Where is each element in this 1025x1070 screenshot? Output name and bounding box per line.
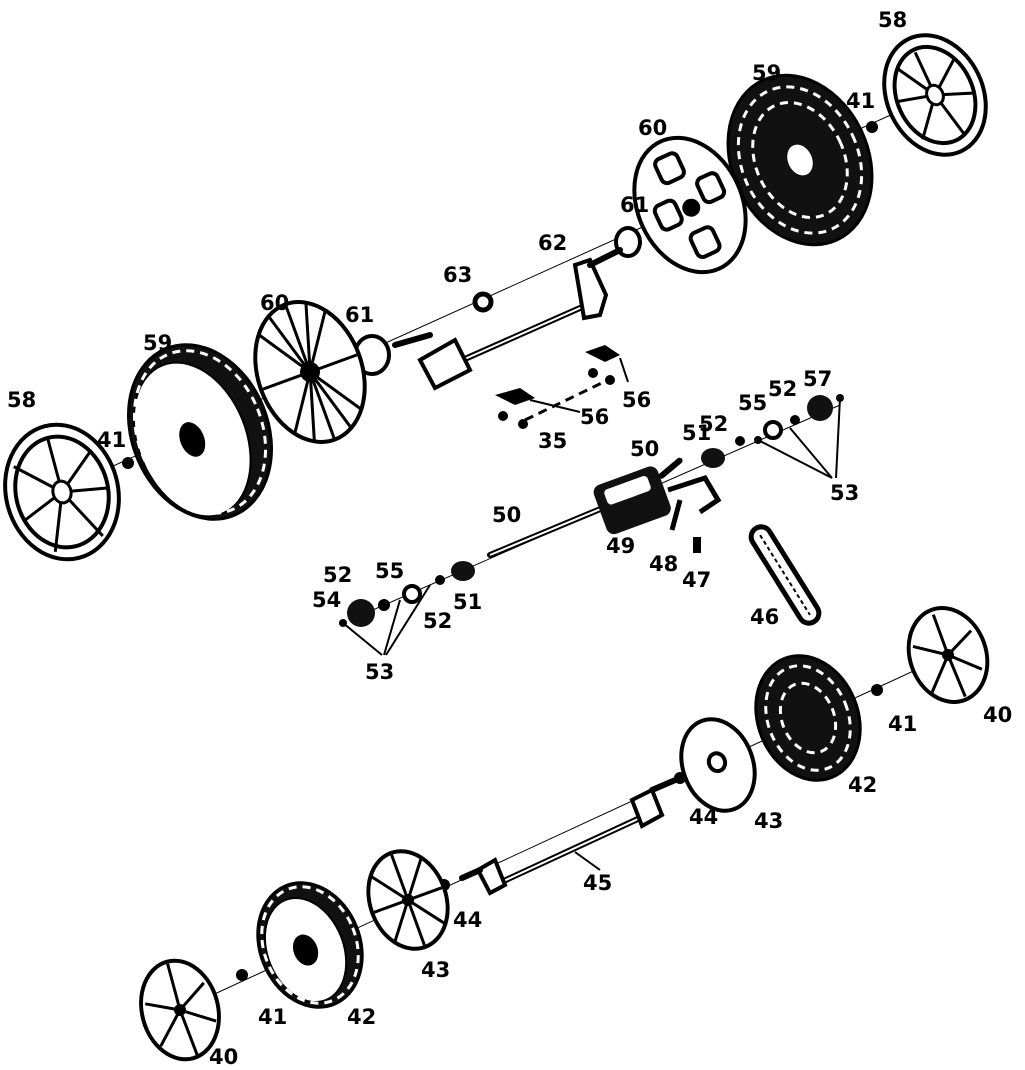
label-51-left: 51: [453, 590, 482, 614]
bearing-55-left: [402, 584, 422, 604]
bracket-56-upper: [585, 345, 629, 385]
label-53-right: 53: [830, 481, 859, 505]
label-55-left: 55: [375, 559, 404, 583]
label-58-left: 58: [7, 388, 36, 412]
bearing-55-right: [763, 420, 783, 440]
drive-gear-57: [807, 395, 833, 421]
bolt-63: [472, 291, 494, 313]
label-42-left: 42: [347, 1005, 376, 1029]
label-60: 60: [638, 116, 667, 140]
label-49: 49: [606, 534, 635, 558]
drive-belt-46: [748, 524, 822, 626]
gear-51-left: [451, 561, 475, 581]
nut-41-lower-right: [871, 684, 883, 696]
label-52-left-a: 52: [423, 609, 452, 633]
label-63: 63: [443, 263, 472, 287]
label-45: 45: [583, 871, 612, 895]
spring-47: [693, 537, 701, 553]
label-55-right: 55: [738, 391, 767, 415]
nut-41: [866, 121, 878, 133]
drive-shaft-50: [487, 502, 613, 558]
label-44-right: 44: [689, 805, 718, 829]
front-axle-45: [459, 775, 683, 896]
washer-52-right-a: [735, 436, 745, 446]
bracket-56-lower: [495, 378, 609, 429]
label-59: 59: [752, 61, 781, 85]
label-62: 62: [538, 231, 567, 255]
gearbox-49: [593, 457, 683, 535]
label-43-right: 43: [754, 809, 783, 833]
label-61-left: 61: [345, 303, 374, 327]
washer-52-left-a: [435, 575, 445, 585]
label-56-upper: 56: [622, 388, 651, 412]
label-52-right-b: 52: [768, 377, 797, 401]
label-46: 46: [750, 605, 779, 629]
label-51-right: 51: [682, 421, 711, 445]
tire-42-left: [256, 881, 364, 1009]
label-41: 41: [846, 89, 875, 113]
label-61: 61: [620, 193, 649, 217]
hubcap-40-right: [906, 606, 990, 704]
label-47: 47: [682, 568, 711, 592]
hubcap-58-right: [882, 33, 988, 157]
label-56-lower: 56: [580, 405, 609, 429]
label-53-left: 53: [365, 660, 394, 684]
drive-gear-54: [347, 599, 375, 627]
hubcap-58-left: [3, 422, 121, 562]
label-41-left: 41: [97, 428, 126, 452]
rear-axle-62: [392, 247, 623, 391]
washer-52-left-b: [378, 599, 390, 611]
label-40-right: 40: [983, 703, 1012, 727]
wheel-disc-60-right: [632, 135, 748, 275]
label-52-right-a: 52: [699, 412, 728, 436]
label-60-left: 60: [260, 291, 289, 315]
label-41-lower-left: 41: [258, 1005, 287, 1029]
label-35: 35: [538, 429, 567, 453]
wheel-disc-43-left: [366, 849, 450, 951]
nut-41-left: [122, 457, 134, 469]
label-50-left: 50: [492, 503, 521, 527]
label-50-right: 50: [630, 437, 659, 461]
label-57: 57: [803, 367, 832, 391]
leader-53-left: [342, 584, 431, 656]
lever-48: [667, 475, 722, 531]
gear-51-right: [701, 448, 725, 468]
label-44-left: 44: [453, 908, 482, 932]
tire-42-right: [754, 654, 862, 782]
leader-53-right: [757, 397, 841, 479]
label-59-left: 59: [143, 331, 172, 355]
label-43-left: 43: [421, 958, 450, 982]
label-41-lower-right: 41: [888, 712, 917, 736]
label-42-right: 42: [848, 773, 877, 797]
label-52-left-b: 52: [323, 563, 352, 587]
hubcap-40-left: [139, 958, 221, 1062]
label-58: 58: [878, 8, 907, 32]
nut-41-lower-left: [236, 969, 248, 981]
label-40-left: 40: [209, 1045, 238, 1069]
label-54: 54: [312, 588, 341, 612]
tire-59-left: [127, 343, 273, 521]
washer-52-right-b: [790, 415, 800, 425]
wheel-disc-60-left: [253, 300, 367, 444]
label-48: 48: [649, 552, 678, 576]
